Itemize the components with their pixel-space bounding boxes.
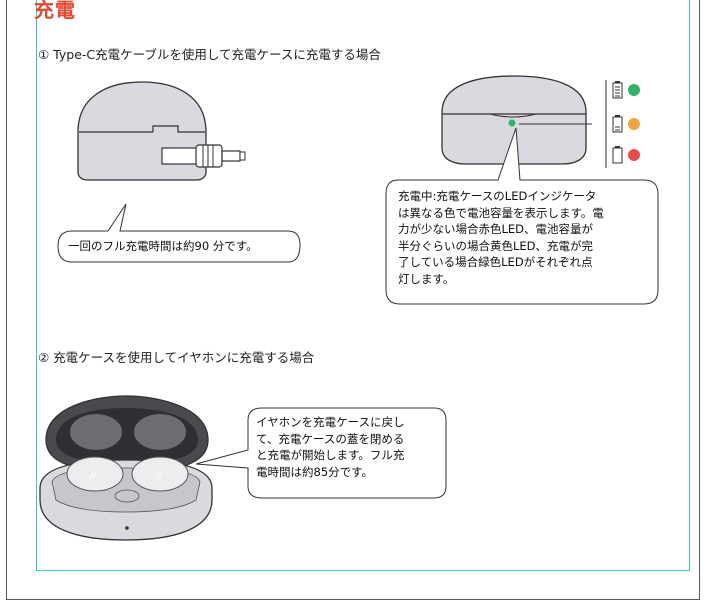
battery-half-icon [612,115,623,133]
battery-low-icon [612,146,623,164]
charging-case-led [441,75,607,168]
earbud-charge-bubble [195,407,447,499]
led-info-text: 充電中:充電ケースのLEDインジケータ は異なる色で電池容量を表示します。電 力… [398,189,604,286]
section1-heading: ① Type-C充電ケーブルを使用して充電ケースに充電する場合 [38,47,381,62]
section2-heading: ② 充電ケースを使用してイヤホンに充電する場合 [38,350,315,365]
led-red-dot [628,149,640,161]
battery-full-icon [612,81,623,99]
charge-time-bubble [57,203,301,263]
charging-case-with-cable [77,81,246,181]
svg-text://: // [155,470,164,481]
page-title: 充電 [34,0,76,22]
earbud-charge-text: イヤホンを充電ケースに戻し て、充電ケースの蓋を閉める と充電が開始します。フル… [256,415,405,479]
led-green-dot [628,84,640,96]
charge-time-text: 一回のフル充電時間は約90 分です。 [68,239,258,253]
page-frame [6,0,700,600]
svg-text://: // [89,470,98,481]
led-info-bubble [385,127,659,305]
open-case-with-earbuds: // // [39,395,213,541]
content-box [36,0,690,571]
led-yellow-dot [628,118,640,130]
